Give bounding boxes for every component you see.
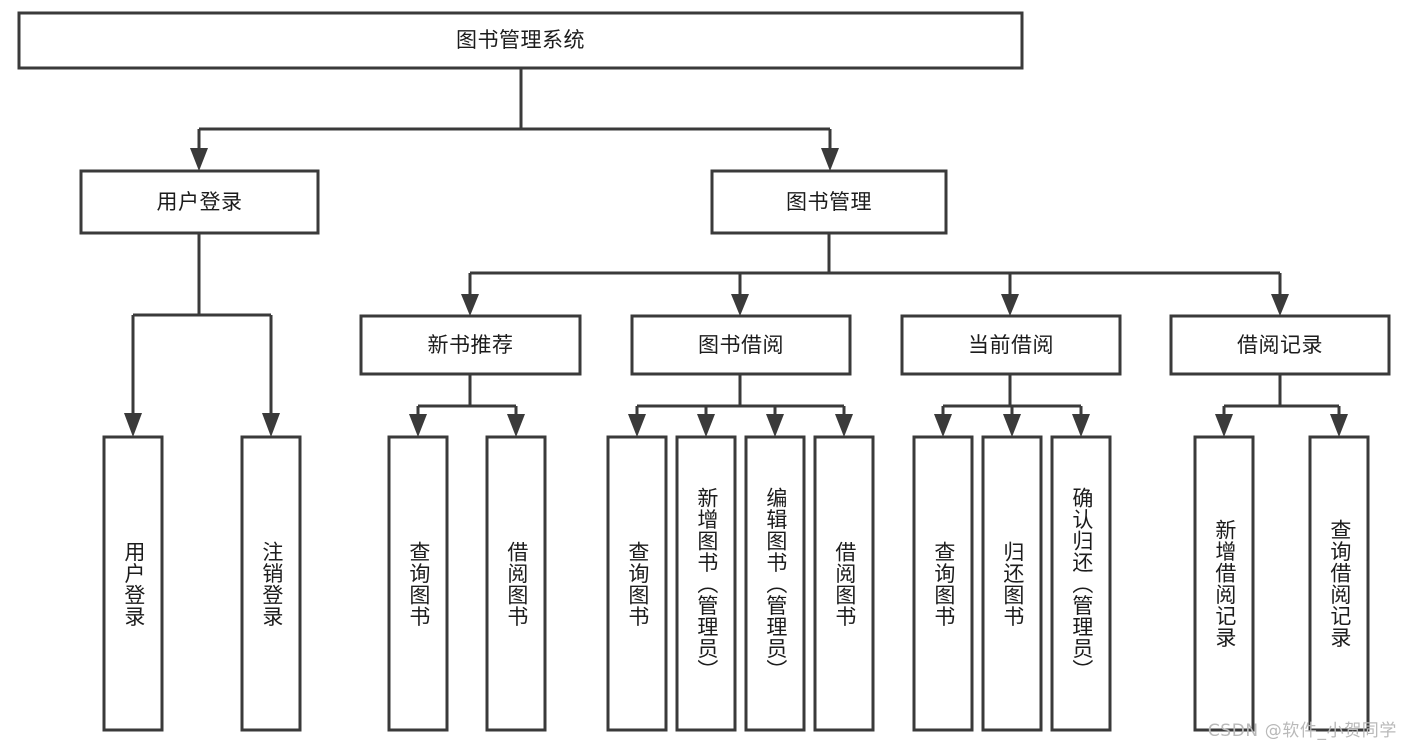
node-box-leaf-borrow-1[interactable] — [675, 435, 737, 732]
node-box-book-borrow[interactable] — [630, 314, 852, 376]
node-box-leaf-recommend-1[interactable] — [485, 435, 547, 732]
node-box-leaf-current-1[interactable] — [981, 435, 1043, 732]
node-box-user-login[interactable] — [79, 169, 320, 235]
node-box-leaf-current-0[interactable] — [912, 435, 974, 732]
arrow-head-leaf-recommend-1 — [507, 414, 525, 437]
node-box-current-borrow[interactable] — [900, 314, 1122, 376]
arrow-head-leaf-record-1 — [1330, 414, 1348, 437]
arrow-head-leaf-recommend-0 — [409, 414, 427, 437]
arrow-head-leaf-borrow-1 — [697, 414, 715, 437]
node-box-book-management[interactable] — [710, 169, 948, 235]
node-box-leaf-current-2[interactable] — [1050, 435, 1112, 732]
node-box-root[interactable] — [17, 11, 1024, 70]
node-box-leaf-borrow-3[interactable] — [813, 435, 875, 732]
arrow-head-book-management — [821, 148, 839, 171]
node-box-leaf-recommend-0[interactable] — [387, 435, 449, 732]
arrow-head-leaf-borrow-0 — [628, 414, 646, 437]
arrow-head-leaf-record-0 — [1215, 414, 1233, 437]
arrow-head-borrow-record — [1271, 294, 1289, 316]
node-box-leaf-user-login-1[interactable] — [240, 435, 302, 732]
arrow-head-leaf-current-1 — [1003, 414, 1021, 437]
node-box-leaf-borrow-2[interactable] — [744, 435, 806, 732]
node-box-leaf-borrow-0[interactable] — [606, 435, 668, 732]
arrow-head-leaf-user-login-0 — [124, 413, 142, 437]
arrow-head-new-book-recommend — [461, 294, 479, 316]
arrow-head-user-login — [190, 148, 208, 171]
node-box-leaf-user-login-0[interactable] — [102, 435, 164, 732]
node-box-borrow-record[interactable] — [1169, 314, 1391, 376]
arrow-head-leaf-current-2 — [1072, 414, 1090, 437]
arrow-head-leaf-current-0 — [934, 414, 952, 437]
arrow-head-book-borrow — [731, 294, 749, 316]
node-box-leaf-record-0[interactable] — [1193, 435, 1255, 732]
node-box-new-book-recommend[interactable] — [359, 314, 582, 376]
watermark-text: CSDN @软件_小贺同学 — [1207, 721, 1397, 741]
arrow-head-leaf-borrow-2 — [766, 414, 784, 437]
arrow-head-leaf-borrow-3 — [835, 414, 853, 437]
arrow-head-leaf-user-login-1 — [262, 413, 280, 437]
node-box-leaf-record-1[interactable] — [1308, 435, 1370, 732]
arrow-head-current-borrow — [1001, 294, 1019, 316]
